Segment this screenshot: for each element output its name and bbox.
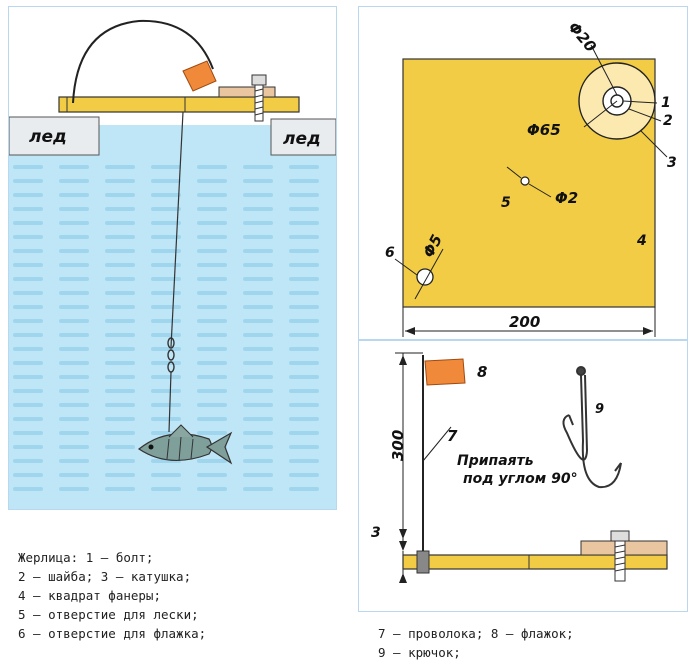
spool — [218, 86, 276, 98]
ice-left — [9, 116, 100, 156]
fishing-line — [170, 111, 184, 348]
plywood-drawing: Φ20 Φ65 1 2 3 Φ2 5 4 Φ5 6 200 — [385, 18, 677, 337]
dim-phi2: Φ2 — [555, 189, 578, 207]
legend-right: 7 — проволока; 8 — флажок; 9 — крючок; — [378, 624, 574, 662]
water-waves — [13, 165, 319, 491]
plywood-board — [58, 96, 300, 113]
dim-phi65: Φ65 — [527, 121, 561, 139]
legend-line-7: 9 — крючок; — [378, 645, 461, 660]
legend-line-6: 7 — проволока; 8 — флажок; — [378, 626, 574, 641]
legend-left: Жерлица: 1 — болт; 2 — шайба; 3 — катушк… — [18, 548, 206, 643]
dim-3: 3 — [371, 525, 381, 541]
ice-right — [270, 118, 336, 156]
ice-label-right: лед — [283, 129, 321, 149]
leader — [168, 371, 172, 433]
double-hook — [562, 366, 622, 489]
num-7: 7 — [447, 427, 458, 445]
flag — [182, 60, 217, 92]
wire-arc — [72, 19, 214, 104]
legend-line-2: 2 — шайба; 3 — катушка; — [18, 569, 192, 584]
right-bottom-panel-wire-and-hook: 300 3 7 8 — [358, 340, 688, 612]
legend-line-1: Жерлица: 1 — болт; — [18, 550, 154, 565]
left-panel-zherlitsa-in-water: лед лед — [8, 6, 337, 510]
bolt-head — [251, 74, 267, 86]
right-top-panel-plywood-square: Φ20 Φ65 1 2 3 Φ2 5 4 Φ5 6 200 — [358, 6, 688, 340]
ice-label-left: лед — [29, 127, 67, 147]
wire-bend — [416, 550, 430, 574]
dim-300: 300 — [389, 430, 407, 461]
num-8: 8 — [477, 363, 487, 381]
left-illustration: лед лед — [9, 19, 336, 509]
num-6: 6 — [385, 245, 395, 261]
wire-hook-drawing: 300 3 7 8 — [371, 352, 668, 583]
dim-phi20: Φ20 — [565, 18, 600, 55]
legend-line-5: 6 — отверстие для флажка; — [18, 626, 207, 641]
legend-line-4: 5 — отверстие для лески; — [18, 607, 199, 622]
solder-line1: Припаять — [457, 453, 534, 469]
flag — [424, 358, 466, 386]
num-1: 1 — [661, 95, 671, 111]
board — [402, 554, 668, 570]
dim-200: 200 — [509, 313, 540, 331]
num-3: 3 — [667, 155, 677, 171]
num-4: 4 — [636, 233, 647, 249]
solder-line2: под углом 90° — [463, 471, 578, 487]
bolt — [614, 540, 626, 582]
line-hole — [520, 176, 530, 186]
bolt-head — [610, 530, 630, 542]
num-5: 5 — [501, 195, 511, 211]
legend-line-3: 4 — квадрат фанеры; — [18, 588, 161, 603]
bait-fish — [137, 424, 233, 465]
hook-num: 9 — [595, 402, 604, 417]
num-2: 2 — [663, 113, 673, 129]
